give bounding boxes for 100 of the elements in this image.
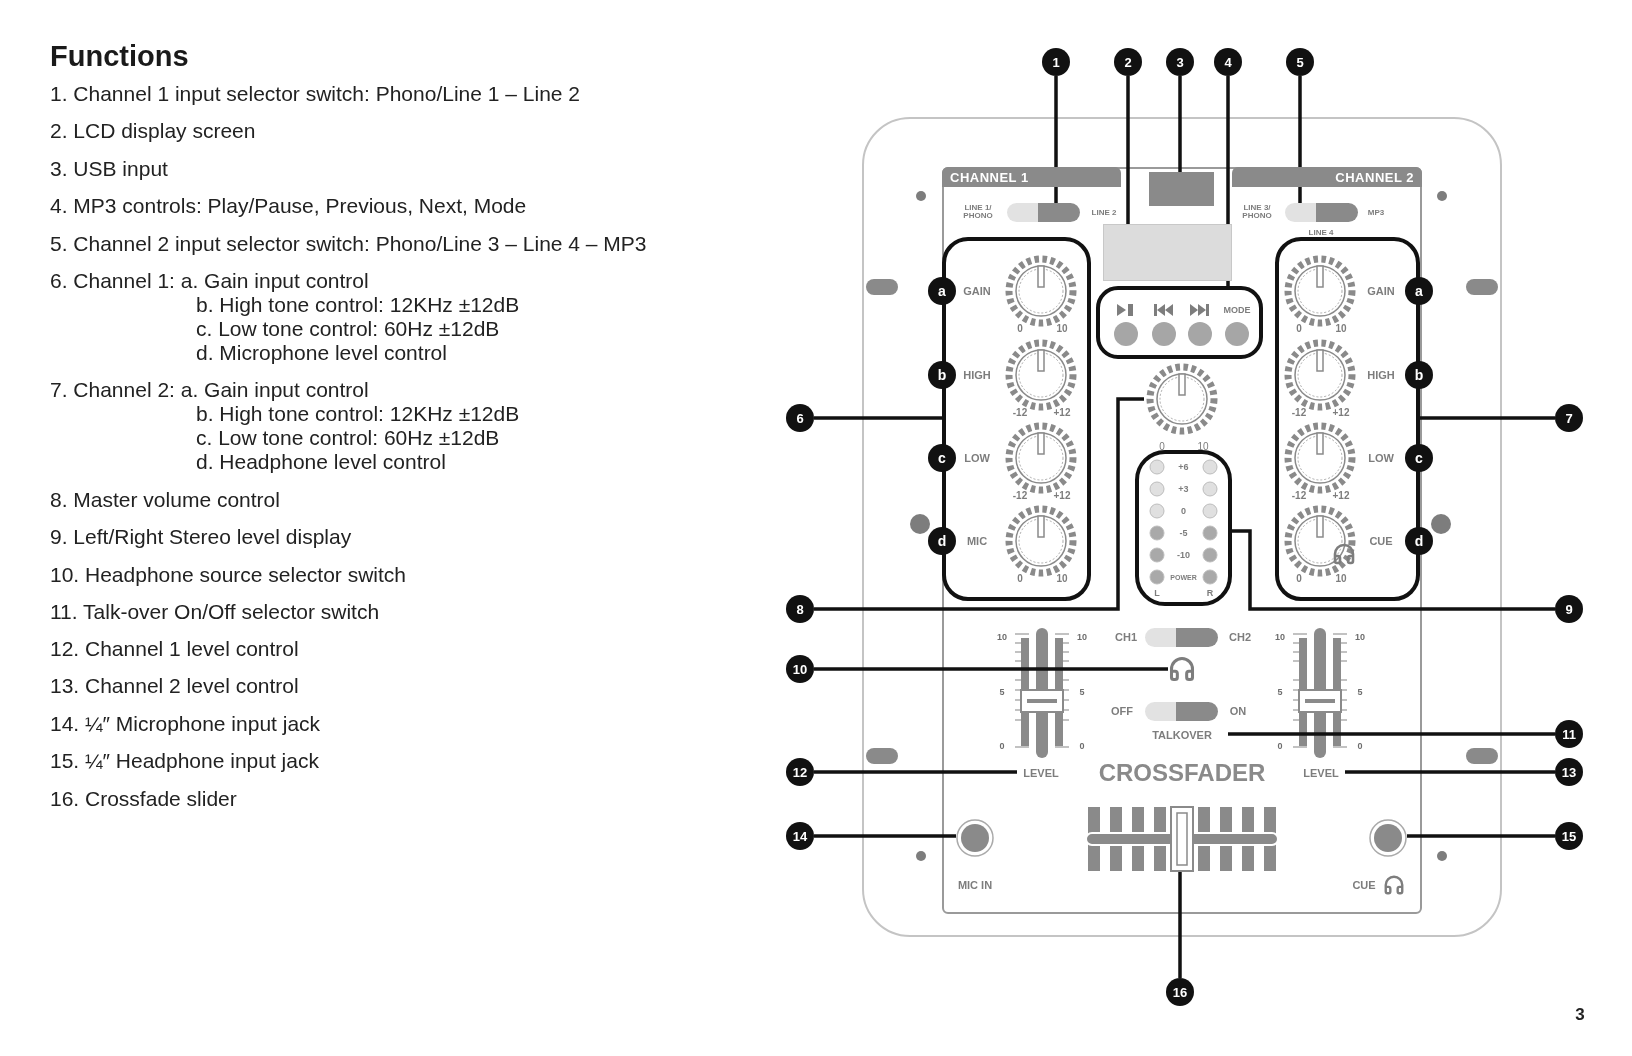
callout-number: 8 <box>786 595 814 623</box>
callout-number: 1 <box>1042 48 1070 76</box>
callout-letter: a <box>1405 277 1433 305</box>
switch-label: TALKOVER <box>1136 727 1228 743</box>
list-item: 7. Channel 2: a. Gain input control <box>50 378 369 402</box>
list-item: 2. LCD display screen <box>50 119 256 143</box>
callout-number: 14 <box>786 822 814 850</box>
scale-label: 0 <box>998 741 1006 751</box>
list-item: c. Low tone control: 60Hz ±12dB <box>196 317 500 341</box>
scale-label: 10 <box>996 632 1008 642</box>
level-meter <box>1135 450 1232 606</box>
scale-label: 0 <box>1296 322 1302 334</box>
switch-label: LINE 1/ PHONO <box>962 204 994 220</box>
panel-label: OFF <box>1111 705 1133 717</box>
knob-label: HIGH <box>963 369 991 381</box>
scale-label: 0 <box>1159 440 1165 452</box>
scale-label: 10 <box>1335 322 1347 334</box>
switch-label: LINE 2 <box>1091 207 1117 217</box>
scale-label: -12 <box>1291 406 1307 418</box>
list-item: 8. Master volume control <box>50 488 280 512</box>
list-item: b. High tone control: 12KHz ±12dB <box>196 402 520 426</box>
leader-line <box>814 397 1144 611</box>
callout-number: 15 <box>1555 822 1583 850</box>
scale-label: +12 <box>1053 489 1071 501</box>
list-item: 16. Crossfade slider <box>50 787 237 811</box>
list-item: c. Low tone control: 60Hz ±12dB <box>196 426 500 450</box>
list-item: 15. ¼″ Headphone input jack <box>50 749 319 773</box>
callout-number: 4 <box>1214 48 1242 76</box>
headphones-icon <box>1168 655 1196 683</box>
fader-label: LEVEL <box>1017 765 1065 781</box>
meter-scale-label: R <box>1206 588 1214 598</box>
list-item: 3. USB input <box>50 157 168 181</box>
callout-number: 2 <box>1114 48 1142 76</box>
knob-label: MIC <box>966 535 988 547</box>
list-item: b. High tone control: 12KHz ±12dB <box>196 293 520 317</box>
knob-label: GAIN <box>1367 285 1395 297</box>
callout-number: 10 <box>786 655 814 683</box>
list-item: 5. Channel 2 input selector switch: Phono/Line 3 – Line 4 – MP3 <box>50 232 647 256</box>
scale-label: 5 <box>998 687 1006 697</box>
scale-label: -12 <box>1291 489 1307 501</box>
list-item: 10. Headphone source selector switch <box>50 563 407 587</box>
meter-scale-label: -10 <box>1177 550 1190 560</box>
scale-label: 10 <box>1056 322 1068 334</box>
list-item: 13. Channel 2 level control <box>50 674 299 698</box>
scale-label: 0 <box>1017 322 1023 334</box>
meter-scale-label: L <box>1154 588 1160 598</box>
meter-scale-label: +3 <box>1178 484 1189 494</box>
scale-label: 10 <box>1335 572 1347 584</box>
control-group-box <box>1096 286 1263 359</box>
leader-line <box>1345 770 1555 774</box>
panel-label: CH2 <box>1229 631 1251 643</box>
leader-line <box>1232 529 1555 611</box>
leader-line <box>814 416 942 420</box>
list-item: 12. Channel 1 level control <box>50 637 299 661</box>
callout-number: 3 <box>1166 48 1194 76</box>
panel-title: CROSSFADER <box>1098 759 1266 787</box>
slide-switch <box>1145 628 1218 647</box>
callout-letter: b <box>1405 361 1433 389</box>
callout-letter: d <box>1405 527 1433 555</box>
leader-line <box>814 834 956 838</box>
audio-jack <box>956 819 994 857</box>
knob-label: LOW <box>1368 452 1394 464</box>
panel-label: CH1 <box>1115 631 1137 643</box>
callout-number: 6 <box>786 404 814 432</box>
knob-label: LOW <box>964 452 990 464</box>
callout-number: 7 <box>1555 404 1583 432</box>
scale-label: 10 <box>1274 632 1286 642</box>
slide-switch <box>1285 203 1358 222</box>
callout-letter: c <box>1405 444 1433 472</box>
page-number: 3 <box>1575 1005 1585 1025</box>
button-label: MODE <box>1223 305 1251 315</box>
panel-label: ON <box>1229 705 1247 717</box>
scale-label: 0 <box>1356 741 1364 751</box>
channel-header: CHANNEL 2 <box>1232 167 1422 187</box>
callout-letter: c <box>928 444 956 472</box>
callout-number: 13 <box>1555 758 1583 786</box>
scale-label: 10 <box>1076 632 1088 642</box>
scale-label: 10 <box>1354 632 1366 642</box>
leader-line <box>1407 834 1555 838</box>
scale-label: 0 <box>1296 572 1302 584</box>
lcd-screen <box>1103 224 1232 281</box>
scale-label: 10 <box>1056 572 1068 584</box>
panel-label: MIC IN <box>957 879 993 891</box>
scale-label: 0 <box>1276 741 1284 751</box>
list-item: 9. Left/Right Stereo level display <box>50 525 352 549</box>
knob-label: GAIN <box>963 285 991 297</box>
knob-label: HIGH <box>1367 369 1395 381</box>
panel-label: CUE <box>1352 879 1376 891</box>
leader-line <box>1228 732 1555 736</box>
callout-number: 11 <box>1555 720 1583 748</box>
volume-knob <box>1144 361 1220 437</box>
scale-label: 0 <box>1017 572 1023 584</box>
meter-scale-label: 0 <box>1181 506 1186 516</box>
scale-label: +12 <box>1332 406 1350 418</box>
scale-label: 5 <box>1276 687 1284 697</box>
list-item: d. Microphone level control <box>196 341 447 365</box>
slide-switch <box>1145 702 1218 721</box>
leader-line <box>1178 76 1182 172</box>
scale-label: 5 <box>1078 687 1086 697</box>
meter-scale-label: +6 <box>1178 462 1189 472</box>
